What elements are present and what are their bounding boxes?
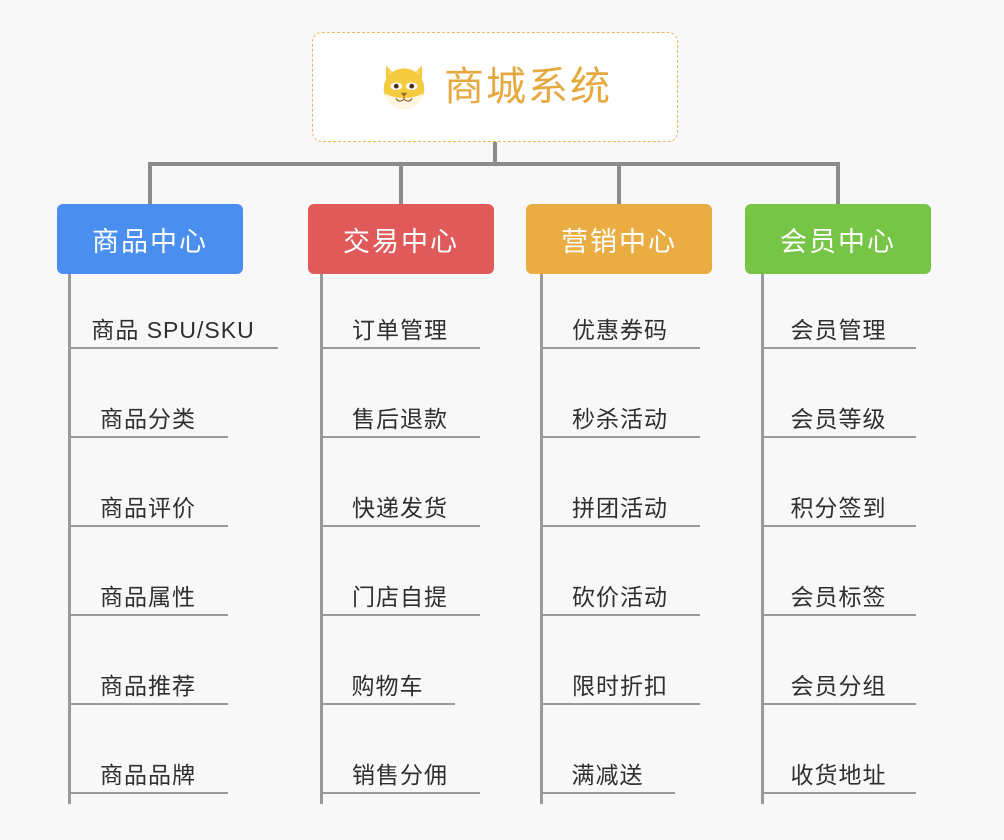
- leaf-item[interactable]: 秒杀活动: [540, 382, 700, 438]
- leaf-item[interactable]: 商品分类: [68, 382, 228, 438]
- branch-drop-connector-3: [617, 162, 621, 204]
- leaf-item[interactable]: 拼团活动: [540, 471, 700, 527]
- category-header-交易中心[interactable]: 交易中心: [308, 204, 494, 274]
- category-header-label: 营销中心: [561, 226, 677, 257]
- leaf-item[interactable]: 满减送: [540, 738, 675, 794]
- root-stem-connector: [493, 142, 497, 164]
- category-header-label: 会员中心: [780, 226, 896, 257]
- leaf-item-label: 限时折扣: [572, 672, 668, 699]
- leaf-item-label: 销售分佣: [352, 761, 448, 788]
- leaf-item-label: 拼团活动: [572, 494, 668, 521]
- category-header-商品中心[interactable]: 商品中心: [57, 204, 243, 274]
- leaf-item[interactable]: 会员等级: [761, 382, 916, 438]
- leaf-item-label: 秒杀活动: [572, 405, 668, 432]
- root-title: 商城系统: [444, 65, 612, 109]
- leaf-item[interactable]: 快递发货: [320, 471, 480, 527]
- leaf-item-label: 积分签到: [790, 494, 887, 521]
- leaf-item[interactable]: 积分签到: [761, 471, 916, 527]
- branch-bus-connector: [148, 162, 840, 166]
- leaf-item-label: 会员管理: [790, 316, 887, 343]
- leaf-item-label: 商品分类: [100, 405, 196, 432]
- leaf-item-label: 会员等级: [790, 405, 887, 432]
- branch-drop-connector-2: [399, 162, 403, 204]
- leaf-item-label: 商品 SPU/SKU: [91, 316, 255, 343]
- leaf-item-label: 优惠券码: [572, 316, 668, 343]
- category-header-营销中心[interactable]: 营销中心: [526, 204, 712, 274]
- branch-drop-connector-1: [148, 162, 152, 204]
- leaf-item[interactable]: 售后退款: [320, 382, 480, 438]
- leaf-item-label: 购物车: [351, 672, 424, 699]
- leaf-item[interactable]: 订单管理: [320, 293, 480, 349]
- leaf-spine-4: [761, 274, 764, 804]
- leaf-item-label: 砍价活动: [572, 583, 668, 610]
- leaf-item[interactable]: 购物车: [320, 649, 455, 705]
- leaf-item[interactable]: 商品 SPU/SKU: [68, 293, 278, 349]
- leaf-spine-1: [68, 274, 71, 804]
- leaf-item[interactable]: 限时折扣: [540, 649, 700, 705]
- leaf-item[interactable]: 商品推荐: [68, 649, 228, 705]
- leaf-spine-2: [320, 274, 323, 804]
- leaf-item[interactable]: 会员管理: [761, 293, 916, 349]
- category-header-label: 商品中心: [92, 226, 208, 257]
- leaf-item-label: 商品推荐: [100, 672, 196, 699]
- leaf-item[interactable]: 商品评价: [68, 471, 228, 527]
- category-header-label: 交易中心: [343, 226, 459, 257]
- leaf-item[interactable]: 商品品牌: [68, 738, 228, 794]
- leaf-item[interactable]: 会员分组: [761, 649, 916, 705]
- leaf-item-label: 会员标签: [790, 583, 887, 610]
- leaf-item[interactable]: 优惠券码: [540, 293, 700, 349]
- shiba-inu-dog-face-icon: [383, 65, 425, 109]
- root-node[interactable]: 商城系统: [312, 32, 678, 142]
- leaf-item-label: 订单管理: [352, 316, 448, 343]
- branch-drop-connector-4: [836, 162, 840, 204]
- category-header-会员中心[interactable]: 会员中心: [745, 204, 931, 274]
- leaf-item[interactable]: 商品属性: [68, 560, 228, 616]
- leaf-item-label: 商品品牌: [100, 761, 196, 788]
- leaf-item[interactable]: 收货地址: [761, 738, 916, 794]
- leaf-item[interactable]: 销售分佣: [320, 738, 480, 794]
- leaf-item-label: 满减送: [571, 761, 644, 788]
- leaf-item-label: 商品评价: [100, 494, 196, 521]
- leaf-item[interactable]: 门店自提: [320, 560, 480, 616]
- leaf-item[interactable]: 会员标签: [761, 560, 916, 616]
- leaf-item-label: 商品属性: [100, 583, 196, 610]
- leaf-item-label: 会员分组: [790, 672, 887, 699]
- leaf-spine-3: [540, 274, 543, 804]
- leaf-item[interactable]: 砍价活动: [540, 560, 700, 616]
- leaf-item-label: 门店自提: [352, 583, 448, 610]
- leaf-item-label: 售后退款: [352, 405, 448, 432]
- leaf-item-label: 收货地址: [790, 761, 887, 788]
- leaf-item-label: 快递发货: [352, 494, 448, 521]
